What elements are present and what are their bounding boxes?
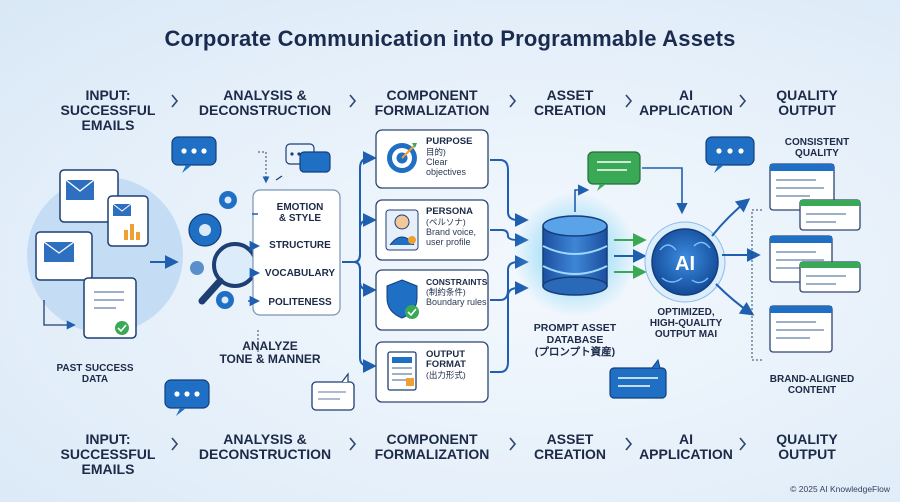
message-card-blue-icon (609, 358, 667, 399)
ai-caption: OPTIMIZED, HIGH-QUALITY OUTPUT MAI (649, 307, 723, 340)
output-document-cards (769, 163, 861, 353)
stage-input-top: INPUT: SUCCESSFUL EMAILS (60, 87, 156, 133)
analysis-connectors (248, 213, 261, 307)
stage-ai-bottom: AI APPLICATION (639, 431, 733, 462)
analysis-item-politeness: POLITENESS (268, 297, 332, 308)
component-constraints-desc: Boundary rules (426, 297, 487, 307)
chat-bubbles-small-icon (275, 143, 331, 181)
output-bottom-caption: BRAND-ALIGNED CONTENT (769, 374, 855, 396)
analysis-caption: ANALYZE TONE & MANNER (219, 339, 321, 366)
stage-asset-top: ASSET CREATION (533, 87, 607, 118)
document-format-icon (387, 351, 417, 391)
magnifier-icon (198, 242, 258, 305)
component-persona: PERSONA (ペルソナ) Brand voice, user profile (426, 206, 488, 248)
ai-badge: AI (675, 253, 695, 275)
component-persona-jp: (ペルソナ) (426, 217, 466, 227)
stage-analysis-bottom: ANALYSIS & DECONSTRUCTION (198, 431, 332, 462)
stage-ai-top: AI APPLICATION (639, 87, 733, 118)
component-persona-desc: Brand voice, user profile (426, 227, 477, 247)
database-caption: PROMPT ASSET DATABASE (プロンプト資産) (533, 322, 617, 358)
stage-asset-bottom: ASSET CREATION (533, 431, 607, 462)
chat-bubble-icon (171, 136, 217, 173)
component-constraints-title: CONSTRAINTS (426, 277, 488, 287)
component-purpose-desc: Clear objectives (426, 157, 467, 177)
stage-chevrons-top (171, 94, 747, 108)
analysis-to-components-arrows (342, 151, 377, 373)
component-purpose-jp: 目的) (426, 147, 446, 157)
component-constraints: CONSTRAINTS (制約条件) Boundary rules (426, 277, 488, 307)
shield-check-icon (386, 279, 419, 319)
stage-input-bottom: INPUT: SUCCESSFUL EMAILS (60, 431, 156, 477)
ai-to-output-arrows (711, 198, 761, 316)
database-chat-bubble-icon (587, 151, 641, 191)
component-persona-title: PERSONA (426, 206, 473, 217)
copyright-text: © 2025 AI KnowledgeFlow (790, 484, 890, 494)
output-top-caption: CONSISTENT QUALITY (784, 137, 850, 159)
stage-analysis-top: ANALYSIS & DECONSTRUCTION (198, 87, 332, 118)
ai-brain-icon (644, 221, 726, 303)
analysis-item-vocabulary: VOCABULARY (264, 268, 336, 279)
target-icon (387, 143, 417, 173)
analysis-panel (252, 189, 341, 316)
stage-quality-bottom: QUALITY OUTPUT (776, 431, 838, 462)
page-title: Corporate Communication into Programmabl… (164, 26, 736, 51)
output-chat-bubble-icon (705, 136, 755, 173)
gears-icon (188, 191, 237, 309)
persona-icon (385, 209, 419, 251)
component-constraints-jp: (制約条件) (426, 287, 466, 297)
message-card-icon (311, 372, 355, 411)
stage-quality-top: QUALITY OUTPUT (776, 87, 838, 118)
component-output-format-jp: (出力形式) (426, 370, 466, 380)
chat-bubble-bottom-left-icon (164, 379, 210, 416)
analysis-item-emotion: EMOTION & STYLE (276, 202, 324, 224)
database-to-ai-arrows (614, 233, 647, 279)
input-caption: PAST SUCCESS DATA (56, 363, 134, 385)
database-icon (542, 215, 608, 296)
component-purpose: PURPOSE 目的) Clear objectives (426, 136, 488, 178)
component-output-format-title: OUTPUT FORMAT (426, 349, 466, 370)
analysis-item-structure: STRUCTURE (269, 240, 331, 251)
email-documents-icon (35, 169, 149, 339)
stage-chevrons-bottom (171, 437, 747, 451)
component-output-format: OUTPUT FORMAT (出力形式) (426, 349, 488, 381)
stage-component-bottom: COMPONENT FORMALIZATION (374, 431, 490, 462)
component-purpose-title: PURPOSE (426, 136, 473, 147)
stage-component-top: COMPONENT FORMALIZATION (374, 87, 490, 118)
